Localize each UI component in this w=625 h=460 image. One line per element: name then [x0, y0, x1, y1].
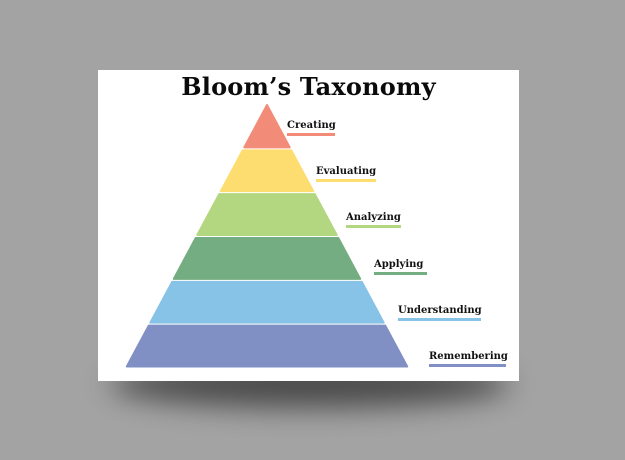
pyramid-tier-remembering	[125, 324, 409, 368]
diagram-title: Bloom’s Taxonomy	[181, 72, 436, 101]
level-label-remembering: Remembering	[429, 351, 508, 362]
pyramid-tier-creating	[243, 104, 291, 149]
pyramid-tier-understanding	[149, 280, 385, 324]
level-label-analyzing: Analyzing	[346, 212, 401, 223]
level-label-creating: Creating	[287, 120, 336, 131]
level-underline-analyzing	[346, 225, 401, 228]
level-underline-understanding	[398, 318, 481, 321]
pyramid-tier-evaluating	[219, 149, 315, 193]
level-label-applying: Applying	[374, 259, 424, 270]
level-underline-evaluating	[316, 179, 376, 182]
pyramid-tier-applying	[172, 237, 362, 280]
pyramid	[125, 104, 409, 368]
level-underline-applying	[374, 272, 427, 275]
level-label-evaluating: Evaluating	[316, 166, 377, 177]
diagram-card: Bloom’s Taxonomy Creating Evaluating Ana…	[98, 70, 519, 381]
level-underline-remembering	[429, 364, 506, 367]
level-underline-creating	[287, 133, 335, 136]
level-label-understanding: Understanding	[398, 305, 482, 316]
pyramid-tier-analyzing	[196, 193, 338, 236]
